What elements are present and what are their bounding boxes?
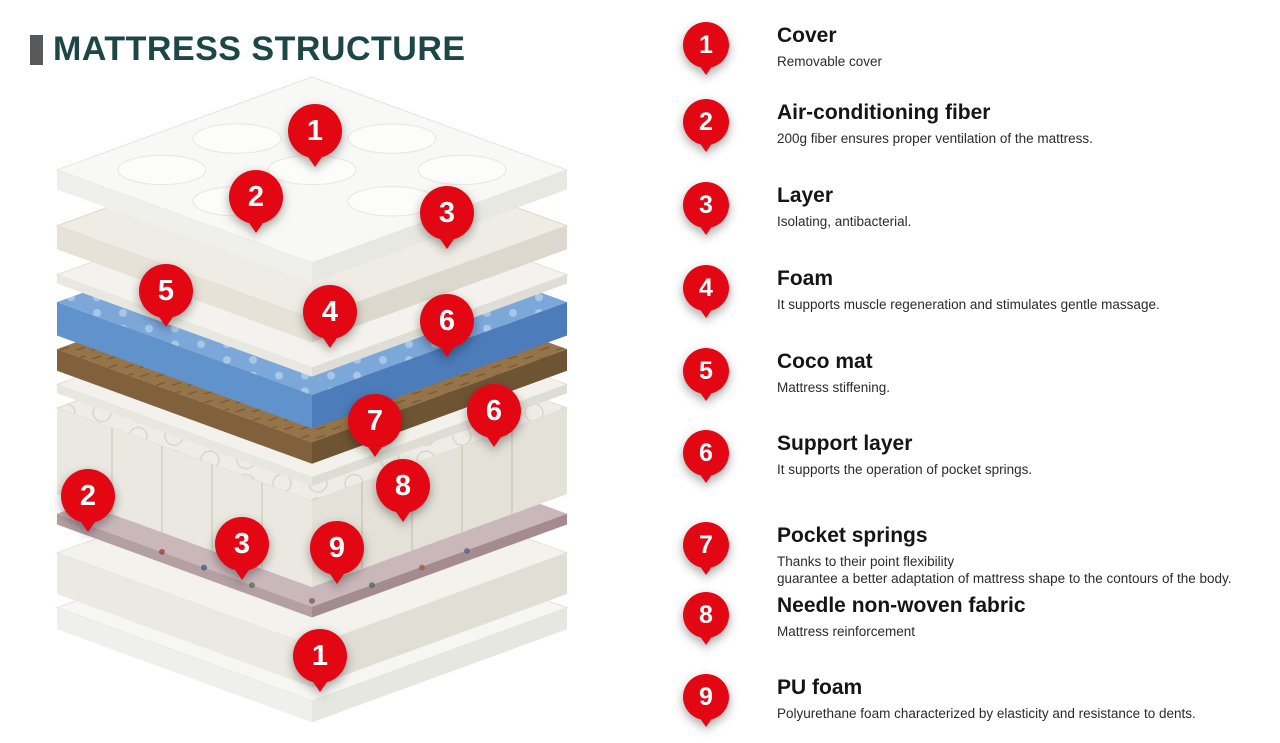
legend-item-title: Foam	[777, 267, 834, 290]
legend-item-title: Layer	[777, 184, 834, 207]
diagram-marker-6-right: 6	[467, 384, 521, 438]
marker-number: 8	[394, 469, 412, 502]
legend-badge-8: 8	[683, 592, 729, 638]
diagram-marker-8: 8	[376, 459, 430, 513]
legend-badge-5: 5	[683, 348, 729, 394]
legend-item-title: Pocket springs	[777, 524, 928, 547]
legend-item-title: Cover	[777, 24, 837, 47]
diagram-marker-2-lower: 2	[61, 469, 115, 523]
legend-badge-number: 2	[699, 107, 713, 136]
page-title-row: MATTRESS STRUCTURE	[30, 30, 466, 69]
legend-item-title: Coco mat	[777, 350, 873, 373]
legend-text: Pocket springs Thanks to their point fle…	[777, 524, 1247, 588]
diagram-marker-1-bottom: 1	[293, 629, 347, 683]
marker-number: 4	[321, 295, 339, 328]
legend-text: Cover Removable cover	[777, 24, 1247, 70]
legend-text: Needle non-woven fabric Mattress reinfor…	[777, 594, 1247, 640]
legend-panel: 1 Cover Removable cover 2 Air-conditioni…	[660, 0, 1280, 743]
page-title: MATTRESS STRUCTURE	[53, 30, 466, 68]
legend-item-desc: Polyurethane foam characterized by elast…	[777, 706, 1196, 721]
legend-item-foam: 4 Foam It supports muscle regeneration a…	[683, 265, 1247, 313]
legend-text: Air-conditioning fiber 200g fiber ensure…	[777, 101, 1247, 147]
legend-badge-number: 3	[699, 190, 713, 219]
legend-item-cover: 1 Cover Removable cover	[683, 22, 1247, 70]
legend-item-pu-foam: 9 PU foam Polyurethane foam characterize…	[683, 674, 1247, 722]
legend-item-support-layer: 6 Support layer It supports the operatio…	[683, 430, 1247, 478]
legend-badge-number: 4	[699, 273, 713, 302]
legend-badge-number: 8	[699, 600, 713, 629]
legend-text: Coco mat Mattress stiffening.	[777, 350, 1247, 396]
legend-badge-number: 7	[699, 530, 713, 559]
legend-item-pocket-springs: 7 Pocket springs Thanks to their point f…	[683, 522, 1247, 588]
diagram-marker-1-top: 1	[288, 104, 342, 158]
legend-badge-number: 1	[699, 30, 713, 59]
legend-badge-2: 2	[683, 99, 729, 145]
marker-number: 2	[247, 180, 265, 213]
marker-number: 9	[328, 531, 346, 564]
legend-item-desc: Mattress stiffening.	[777, 380, 891, 395]
marker-number: 6	[485, 394, 503, 427]
legend-text: Foam It supports muscle regeneration and…	[777, 267, 1247, 313]
diagram-marker-6-mid: 6	[420, 294, 474, 348]
marker-number: 5	[157, 274, 175, 307]
legend-badge-6: 6	[683, 430, 729, 476]
legend-text: Layer Isolating, antibacterial.	[777, 184, 1247, 230]
legend-item-title: Needle non-woven fabric	[777, 594, 1026, 617]
diagram-marker-4: 4	[303, 285, 357, 339]
legend-badge-7: 7	[683, 522, 729, 568]
legend-badge-number: 6	[699, 438, 713, 467]
legend-item-desc: It supports the operation of pocket spri…	[777, 462, 1033, 477]
marker-number: 3	[438, 196, 456, 229]
diagram-marker-2-upper: 2	[229, 170, 283, 224]
marker-number: 1	[306, 114, 324, 147]
diagram-marker-9: 9	[310, 521, 364, 575]
legend-badge-3: 3	[683, 182, 729, 228]
legend-text: PU foam Polyurethane foam characterized …	[777, 676, 1247, 722]
marker-number: 6	[438, 304, 456, 337]
legend-item-title: Support layer	[777, 432, 913, 455]
legend-item-fiber: 2 Air-conditioning fiber 200g fiber ensu…	[683, 99, 1247, 147]
legend-item-desc: Mattress reinforcement	[777, 624, 916, 639]
legend-item-desc: 200g fiber ensures proper ventilation of…	[777, 131, 1093, 146]
mattress-illustration	[55, 76, 569, 723]
marker-number: 2	[79, 479, 97, 512]
marker-number: 1	[311, 639, 329, 672]
legend-item-desc: Removable cover	[777, 54, 883, 69]
marker-number: 3	[233, 527, 251, 560]
marker-number: 7	[366, 404, 384, 437]
diagram-marker-7: 7	[348, 394, 402, 448]
legend-badge-9: 9	[683, 674, 729, 720]
legend-item-layer: 3 Layer Isolating, antibacterial.	[683, 182, 1247, 230]
legend-item-desc: It supports muscle regeneration and stim…	[777, 297, 1160, 312]
legend-item-desc: Isolating, antibacterial.	[777, 214, 912, 229]
legend-item-coco-mat: 5 Coco mat Mattress stiffening.	[683, 348, 1247, 396]
legend-badge-1: 1	[683, 22, 729, 68]
title-accent-bar	[30, 34, 43, 65]
legend-badge-number: 9	[699, 682, 713, 711]
legend-item-title: Air-conditioning fiber	[777, 101, 991, 124]
legend-item-desc: Thanks to their point flexibility guaran…	[777, 554, 1232, 587]
diagram-panel: MATTRESS STRUCTURE	[0, 0, 660, 743]
legend-badge-4: 4	[683, 265, 729, 311]
diagram-marker-3-lower: 3	[215, 517, 269, 571]
legend-text: Support layer It supports the operation …	[777, 432, 1247, 478]
legend-item-needle-fabric: 8 Needle non-woven fabric Mattress reinf…	[683, 592, 1247, 640]
legend-item-title: PU foam	[777, 676, 863, 699]
diagram-marker-3-upper: 3	[420, 186, 474, 240]
legend-badge-number: 5	[699, 356, 713, 385]
diagram-marker-5: 5	[139, 264, 193, 318]
